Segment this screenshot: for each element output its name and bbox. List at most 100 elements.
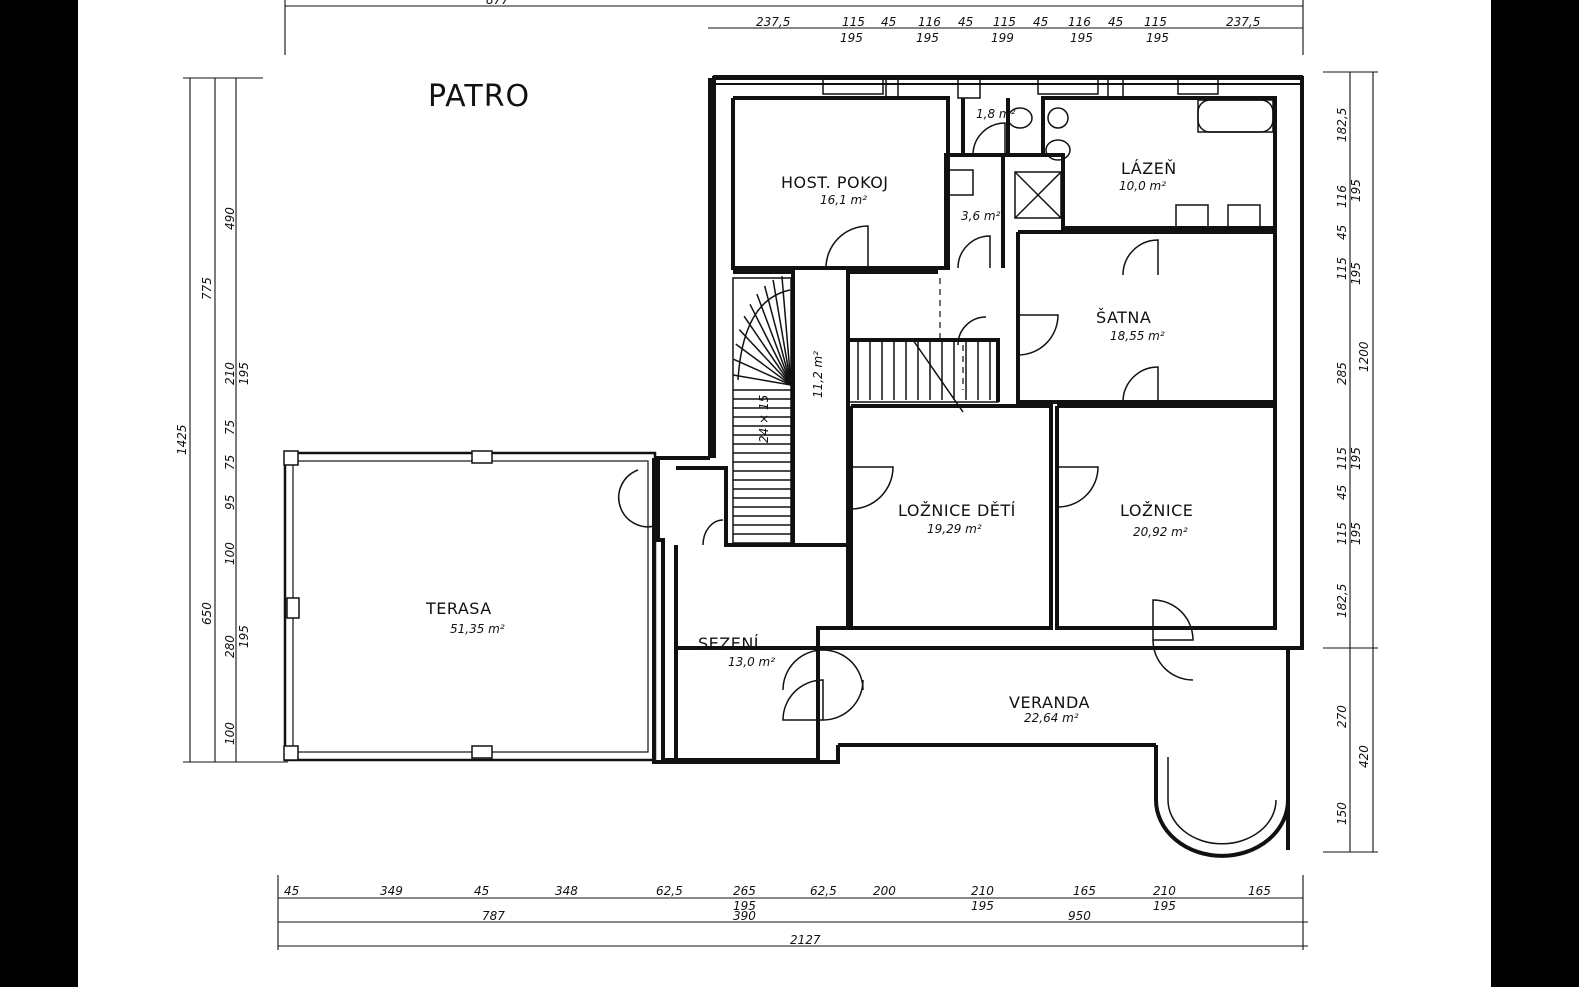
room-loznice: LOŽNICE: [1120, 501, 1193, 520]
dim-top-11: 237,5: [1226, 15, 1260, 29]
dim-bottom-2: 349: [380, 884, 403, 898]
dim-right-in-9: 182,5: [1335, 584, 1349, 618]
dim-bottom-sub-3: 195: [1153, 899, 1176, 913]
area-terasa: 51,35 m²: [450, 622, 505, 636]
dim-top-sub-4: 195: [1070, 31, 1093, 45]
dim-bottom-10: 165: [1073, 884, 1096, 898]
dim-top-sub-5: 195: [1146, 31, 1169, 45]
dim-top-sub-2: 195: [916, 31, 939, 45]
dim-bottom-6: 265: [733, 884, 756, 898]
dim-top-9: 45: [1108, 15, 1123, 29]
dim-bottom-11: 210: [1153, 884, 1176, 898]
dim-bottom-8: 200: [873, 884, 896, 898]
area-host-pokoj: 16,1 m²: [820, 193, 867, 207]
dim-top-sub-1: 195: [840, 31, 863, 45]
staircase: [732, 276, 999, 544]
dim-right-in-6: 115: [1335, 447, 1349, 470]
dim-right-in-8: 115: [1335, 522, 1349, 545]
top-windows: [822, 77, 1219, 99]
area-loznice: 20,92 m²: [1133, 525, 1188, 539]
area-loznice-deti: 19,29 m²: [927, 522, 982, 536]
room-veranda: VERANDA: [1009, 693, 1090, 712]
dim-bottom-1: 45: [284, 884, 299, 898]
dim-left-mid-1: 775: [200, 277, 214, 300]
terasa-railing: [283, 450, 657, 762]
dim-top-2: 115: [842, 15, 865, 29]
stair-winder: [763, 285, 792, 386]
room-host-pokoj: HOST. POKOJ: [781, 173, 889, 192]
stair-winder: [781, 276, 792, 386]
dim-top-overall: 877: [486, 0, 509, 7]
dim-top-4: 116: [918, 15, 941, 29]
dim-bottom-9: 210: [971, 884, 994, 898]
dim-bottom-total-2: 390: [733, 909, 756, 923]
dim-right-mid-4: 195: [1349, 522, 1363, 545]
dimension-lines: [183, 0, 1378, 950]
stair-winder: [772, 279, 792, 386]
room-lazen: LÁZEŇ: [1121, 159, 1177, 178]
room-loznice-deti: LOŽNICE DĚTÍ: [898, 501, 1016, 520]
dim-left-sub-1: 195: [237, 362, 251, 385]
dim-left-in-7: 280: [223, 635, 237, 658]
dim-right-outer-1: 1200: [1357, 341, 1371, 372]
plan-title: PATRO: [428, 79, 530, 114]
dim-right-in-2: 116: [1335, 185, 1349, 208]
dim-right-mid-1: 195: [1349, 179, 1363, 202]
dim-left: 1425 775 650 490 210 75 75 95 100 280 10…: [175, 207, 251, 745]
dim-right-in-10: 270: [1335, 705, 1349, 728]
dim-right-mid-2: 195: [1349, 262, 1363, 285]
floor-plan: PATRO: [175, 0, 1378, 950]
dim-bottom-3: 45: [474, 884, 489, 898]
dim-bottom-total-1: 787: [482, 909, 505, 923]
stair-winder: [756, 293, 792, 386]
room-satna: ŠATNA: [1096, 308, 1151, 327]
stair-winder: [732, 374, 792, 386]
room-labels: HOST. POKOJ 16,1 m² 1,8 m² 3,6 m² LÁZEŇ …: [425, 107, 1193, 725]
dim-left-in-4: 75: [223, 455, 237, 470]
dim-bottom: 45 349 45 348 62,5 265 62,5 200 210 165 …: [284, 884, 1271, 947]
dim-left-in-1: 490: [223, 207, 237, 230]
dim-left-in-6: 100: [223, 542, 237, 565]
stair-winder: [749, 303, 792, 386]
dim-left-in-5: 95: [223, 495, 237, 510]
area-veranda: 22,64 m²: [1024, 711, 1079, 725]
dim-top-3: 45: [881, 15, 896, 29]
dim-left-outer: 1425: [175, 424, 189, 455]
dim-right-in-1: 182,5: [1335, 108, 1349, 142]
dim-top-8: 116: [1068, 15, 1091, 29]
dim-top-5: 45: [958, 15, 973, 29]
sanitary-fixtures: [947, 99, 1274, 228]
area-hall-small: 3,6 m²: [961, 209, 1001, 223]
veranda-outline: [838, 646, 1290, 858]
dim-bottom-overall: 2127: [790, 933, 821, 947]
dim-right: 182,5 116 45 115 285 115 45 115 182,5 27…: [1335, 108, 1371, 825]
dim-left-sub-2: 195: [237, 625, 251, 648]
dim-top: 877 237,5 115 45 116 45 115 45 116 45 11…: [486, 0, 1260, 45]
stair-winder: [738, 329, 792, 386]
dim-left-in-8: 100: [223, 722, 237, 745]
dim-bottom-4: 348: [555, 884, 578, 898]
dim-bottom-total-3: 950: [1068, 909, 1091, 923]
dim-right-mid-3: 195: [1349, 447, 1363, 470]
stair-winder: [733, 358, 792, 386]
dim-right-in-3: 45: [1335, 225, 1349, 240]
dim-bottom-7: 62,5: [810, 884, 837, 898]
stair-winder: [743, 315, 792, 386]
dim-bottom-5: 62,5: [656, 884, 683, 898]
dim-right-outer-2: 420: [1357, 745, 1371, 768]
dim-top-7: 45: [1033, 15, 1048, 29]
area-chodba: 11,2 m²: [811, 351, 825, 398]
dim-bottom-sub-2: 195: [971, 899, 994, 913]
dim-bottom-12: 165: [1248, 884, 1271, 898]
area-lazen: 10,0 m²: [1119, 179, 1166, 193]
dim-right-in-5: 285: [1335, 362, 1349, 385]
dim-right-in-4: 115: [1335, 257, 1349, 280]
stair-winder: [735, 343, 792, 386]
doors: [617, 122, 1194, 721]
dim-right-in-7: 45: [1335, 485, 1349, 500]
dim-top-1: 237,5: [756, 15, 790, 29]
dim-top-sub-3: 199: [991, 31, 1014, 45]
dim-left-in-2: 210: [223, 362, 237, 385]
dim-bottom-sub-1: 195: [733, 899, 756, 913]
stair-label: 24 × 15: [757, 395, 771, 443]
